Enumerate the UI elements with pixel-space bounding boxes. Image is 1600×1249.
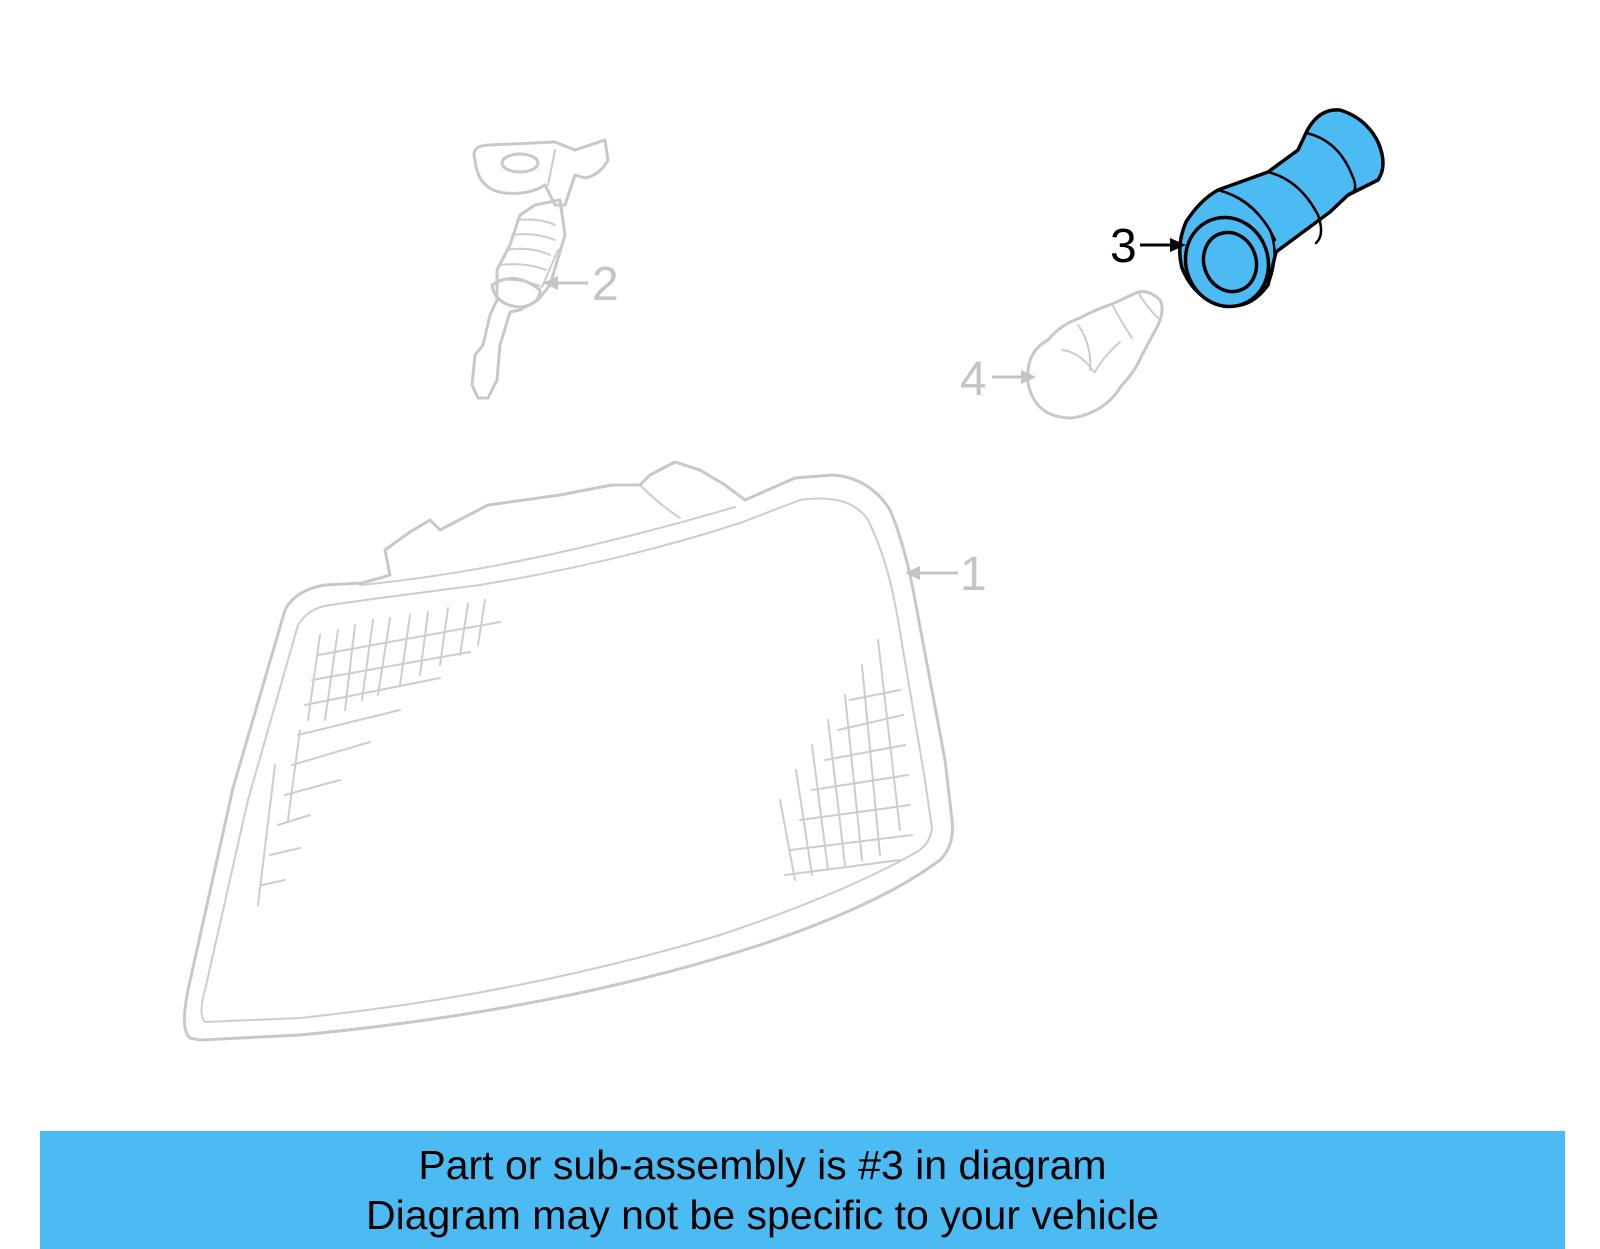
banner-line-part-reference: Part or sub-assembly is #3 in diagram	[418, 1142, 1107, 1188]
callout-label-1: 1	[960, 548, 987, 601]
callout-4: 4	[960, 353, 1036, 406]
part-2-adjuster-spring	[470, 138, 610, 400]
callout-2: 2	[543, 258, 619, 311]
banner-line-disclaimer: Diagram may not be specific to your vehi…	[365, 1192, 1159, 1238]
part-3-socket	[1178, 108, 1385, 309]
part-4-bulb	[1026, 290, 1164, 420]
callout-3: 3	[1110, 220, 1186, 273]
callout-label-3: 3	[1110, 220, 1137, 273]
part-1-lamp-assembly	[183, 460, 954, 1042]
callout-label-2: 2	[592, 258, 619, 311]
callout-label-4: 4	[960, 353, 987, 406]
callout-1: 1	[905, 548, 987, 601]
caption-banner: Part or sub-assembly is #3 in diagram Di…	[40, 1131, 1565, 1249]
